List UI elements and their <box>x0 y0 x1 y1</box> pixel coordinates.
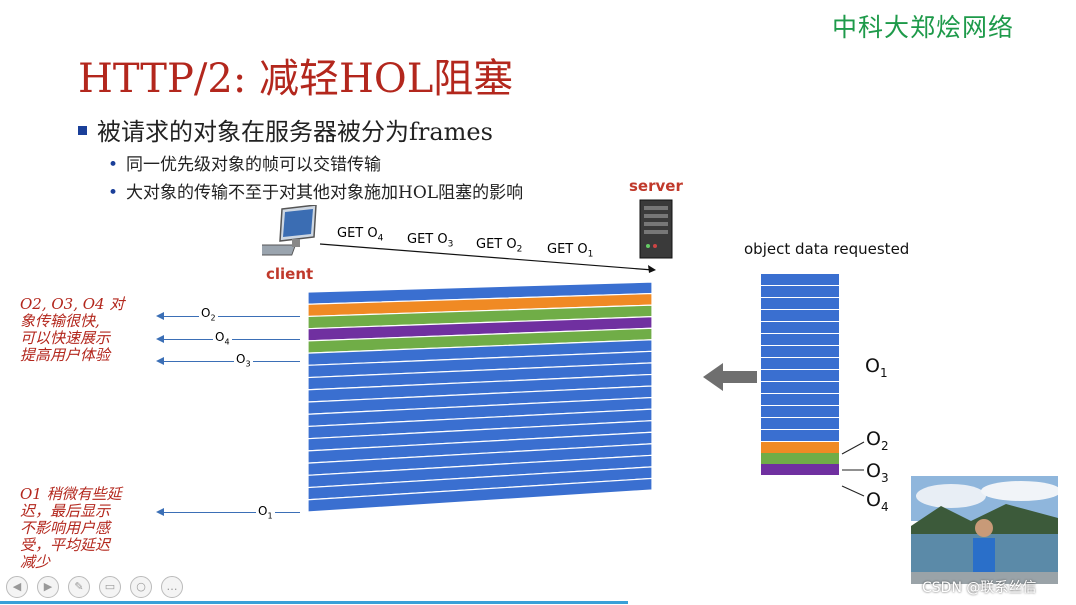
prev-slide-button[interactable]: ◀ <box>6 576 28 598</box>
arrow-head-icon <box>156 335 164 343</box>
get-request-1: GET O1 <box>547 242 594 260</box>
slides-icon[interactable]: ▭ <box>99 576 121 598</box>
more-options-icon[interactable]: … <box>161 576 183 598</box>
bullet-text: 同一优先级对象的帧可以交错传输 <box>126 155 382 175</box>
object-data-cell-blue <box>761 382 839 394</box>
frame-transmission-band <box>307 281 653 513</box>
bullet-level1: 被请求的对象在服务器被分为frames <box>78 112 493 147</box>
object-data-label: object data requested <box>744 240 910 258</box>
left-arrow-icon <box>703 363 757 391</box>
dot-bullet-icon: • <box>108 155 119 175</box>
object-label-o3: O3 <box>866 460 889 485</box>
object-data-cell-blue <box>761 310 839 322</box>
arrow-head-icon <box>156 508 164 516</box>
object-data-cell-green <box>761 453 839 464</box>
object-data-cell-blue <box>761 418 839 430</box>
server-icon <box>639 199 673 259</box>
object-data-cell-blue <box>761 406 839 418</box>
zoom-icon[interactable]: ○ <box>130 576 152 598</box>
object-data-cell-blue <box>761 286 839 298</box>
object-label-o4: O4 <box>866 489 889 514</box>
get-request-3: GET O3 <box>407 232 454 250</box>
arrow-head-icon <box>156 312 164 320</box>
arrival-label-o2: O2 <box>199 306 218 323</box>
object-data-cell-blue <box>761 430 839 442</box>
object-data-cell-blue <box>761 346 839 358</box>
arrival-label-o1: O1 <box>256 504 275 521</box>
get-request-2: GET O2 <box>476 237 523 255</box>
next-slide-button[interactable]: ▶ <box>37 576 59 598</box>
object-data-cell-blue <box>761 370 839 382</box>
object-data-cell-blue <box>761 358 839 370</box>
server-label: server <box>629 177 683 195</box>
bullet-level2-a: • 同一优先级对象的帧可以交错传输 <box>108 150 381 175</box>
dot-bullet-icon: • <box>108 183 119 203</box>
object-label-o2: O2 <box>866 428 889 453</box>
arrival-label-o3: O3 <box>234 352 253 369</box>
arrival-arrow-o3 <box>160 361 300 362</box>
bullet-text: 大对象的传输不至于对其他对象施加HOL阻塞的影响 <box>126 183 524 203</box>
object-data-cell-orange <box>761 442 839 453</box>
object-data-cell-blue <box>761 334 839 346</box>
progress-line <box>0 601 628 604</box>
frame-stripe-blue <box>307 477 653 513</box>
slide-title: HTTP/2: 减轻HOL阻塞 <box>78 56 514 102</box>
arrival-label-o4: O4 <box>213 330 232 347</box>
object-data-cell-blue <box>761 394 839 406</box>
object-data-cell-blue <box>761 298 839 310</box>
csdn-watermark: CSDN @联系丝信 <box>922 580 1037 596</box>
get-request-4: GET O4 <box>337 226 384 244</box>
request-arrow <box>319 243 656 273</box>
arrow-head-icon <box>156 357 164 365</box>
presenter-video-thumbnail <box>911 476 1058 584</box>
object-label-o1: O1 <box>865 355 888 380</box>
arrival-arrow-o1 <box>160 512 300 513</box>
note-slow-object: O1 稍微有些延 迟，最后显示 不影响用户感 受，平均延迟 减少 <box>20 485 122 571</box>
object-data-column <box>761 274 839 475</box>
object-data-cell-blue <box>761 274 839 286</box>
bullet-level2-b: • 大对象的传输不至于对其他对象施加HOL阻塞的影响 <box>108 178 523 203</box>
pen-icon[interactable]: ✎ <box>68 576 90 598</box>
client-computer-icon <box>262 205 317 256</box>
brand-logo: 中科大郑烩网络 <box>832 13 1015 42</box>
bullet-text: 被请求的对象在服务器被分为frames <box>97 118 493 146</box>
object-data-cell-purple <box>761 464 839 475</box>
note-fast-objects: O2, O3, O4 对 象传输很快, 可以快速展示 提高用户体验 <box>20 295 125 364</box>
client-label: client <box>266 265 314 283</box>
object-data-cell-blue <box>761 322 839 334</box>
arrival-arrow-o2 <box>160 316 300 317</box>
label-leader-lines <box>841 441 865 497</box>
square-bullet-icon <box>78 126 87 135</box>
